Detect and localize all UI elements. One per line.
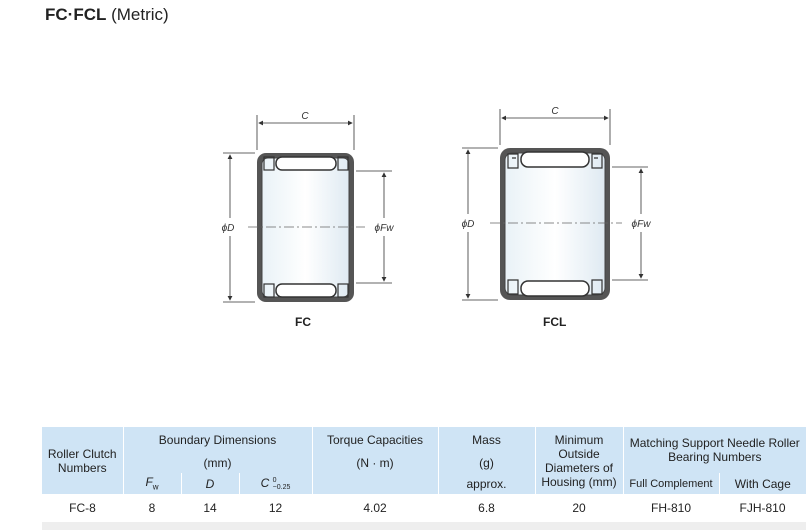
cell-c: 12: [239, 494, 312, 523]
cell-torque: 4.02: [312, 494, 438, 523]
fc-caption: FC: [295, 315, 311, 329]
table-row: FC-8 8 14 12 4.02 6.8 20 FH-810 FJH-810: [42, 494, 806, 523]
header-mass-note: approx.: [438, 473, 536, 494]
header-torque: Torque Capacities: [312, 427, 439, 452]
header-min-housing: Minimum Outside Diameters of Housing (mm…: [535, 427, 624, 494]
fc-dim-fw: ϕFw: [375, 223, 395, 234]
header-torque-unit: (N · m): [312, 452, 439, 473]
page-title: FC·FCL (Metric): [45, 5, 169, 25]
cell-mass: 6.8: [438, 494, 535, 523]
cell-full-complement: FH-810: [623, 494, 719, 523]
cell-number: FC-8: [42, 494, 123, 523]
header-numbers: Roller Clutch Numbers: [42, 427, 124, 494]
bearing-diagrams: C ϕD ϕFw C ϕD ϕFw: [222, 106, 652, 303]
title-series: FC·FCL: [45, 5, 107, 24]
fcl-diagram: C ϕD ϕFw: [462, 106, 652, 301]
fcl-caption: FCL: [543, 315, 567, 329]
header-fw: Fw: [123, 473, 182, 494]
header-d: D: [181, 473, 240, 494]
spec-table: Roller Clutch Numbers Boundary Dimension…: [42, 427, 806, 523]
fcl-dim-d: ϕD: [462, 219, 475, 230]
header-boundary-unit: (mm): [123, 452, 313, 473]
title-unit: (Metric): [111, 5, 169, 24]
cell-with-cage: FJH-810: [719, 494, 806, 523]
header-boundary: Boundary Dimensions: [123, 427, 313, 452]
cell-d: 14: [181, 494, 239, 523]
table-footer-strip: [42, 522, 806, 530]
header-c-tolerance: 0−0.25: [272, 476, 291, 491]
cell-fw: 8: [123, 494, 181, 523]
header-torque-blank: [312, 473, 439, 494]
header-mass-unit: (g): [438, 452, 536, 473]
header-with-cage: With Cage: [719, 473, 806, 494]
header-full-complement: Full Complement: [623, 473, 720, 494]
header-matching: Matching Support Needle Roller Bearing N…: [623, 427, 806, 473]
fcl-dim-c: C: [551, 106, 559, 117]
fc-dim-c: C: [301, 111, 309, 122]
cell-min-housing: 20: [535, 494, 623, 523]
fc-dim-d: ϕD: [222, 223, 235, 234]
fcl-dim-fw: ϕFw: [632, 219, 652, 230]
header-mass: Mass: [438, 427, 536, 452]
header-c: C 0−0.25: [239, 473, 313, 494]
fc-diagram: C ϕD ϕFw: [222, 111, 395, 303]
